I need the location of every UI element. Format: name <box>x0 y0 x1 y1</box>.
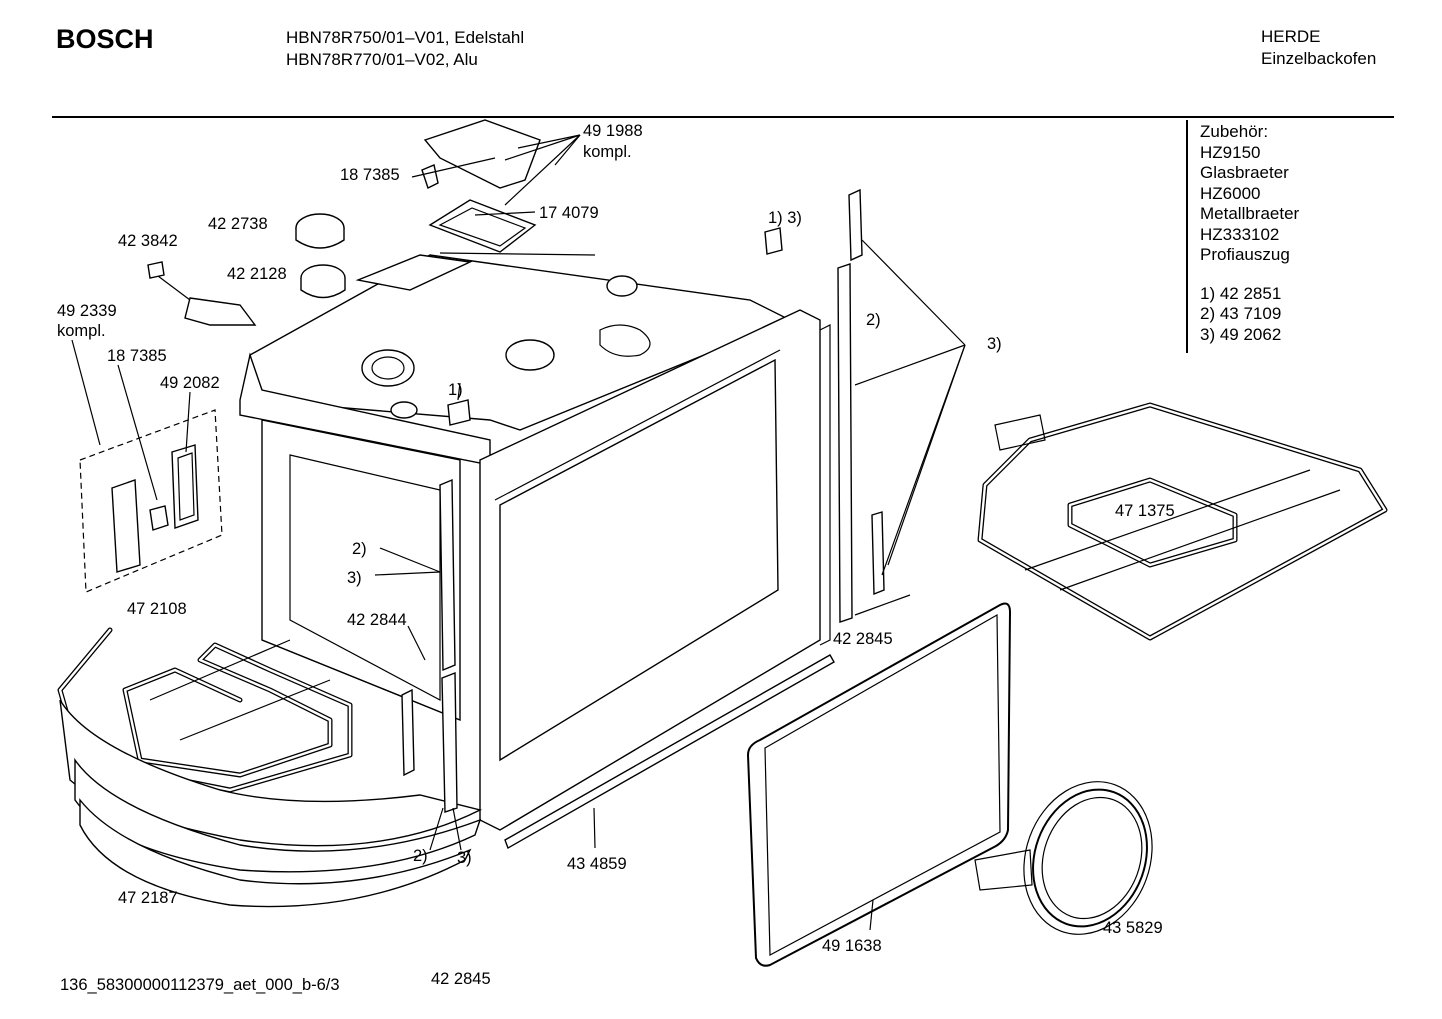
note-3-right: 3) <box>987 335 1002 353</box>
door-seal <box>746 602 1012 967</box>
label-187385-top: 18 7385 <box>340 166 400 184</box>
label-492339: 49 2339 <box>57 302 117 320</box>
category-main: HERDE <box>1261 27 1321 46</box>
accessory-note: 2) 43 7109 <box>1200 304 1282 323</box>
label-472108: 47 2108 <box>127 600 187 618</box>
label-491988: 49 1988 <box>583 122 643 140</box>
bottom-rail <box>504 654 835 850</box>
note-1-mid: 1) <box>448 381 463 399</box>
bottom-insulation <box>59 699 483 908</box>
header-rule <box>52 116 1394 118</box>
label-471375: 47 1375 <box>1115 502 1175 520</box>
oven-front-frame <box>479 309 831 831</box>
side-rails <box>401 188 885 813</box>
accessory-note: 1) 42 2851 <box>1200 283 1282 303</box>
ring-heating-element <box>974 781 1153 935</box>
label-492339-kompl: kompl. <box>57 322 106 340</box>
model-line-1: HBN78R750/01–V01, Edelstahl <box>286 28 525 47</box>
label-174079: 17 4079 <box>539 204 599 222</box>
top-heating-element <box>977 402 1388 641</box>
label-422844: 42 2844 <box>347 611 407 629</box>
accessory-item: Metallbraeter <box>1200 204 1300 223</box>
note-2-bottom: 2) <box>413 847 428 865</box>
accessory-divider <box>1186 120 1188 353</box>
label-422845-right: 42 2845 <box>833 630 893 648</box>
footer-part-number: 42 2845 <box>431 970 491 988</box>
accessory-item: HZ9150 <box>1200 142 1261 162</box>
note-2-left: 2) <box>352 540 367 558</box>
model-list: HBN78R750/01–V01, Edelstahl HBN78R770/01… <box>286 27 524 71</box>
accessory-item: HZ333102 <box>1200 224 1280 244</box>
accessory-title: Zubehör: <box>1200 122 1269 141</box>
note-3-bottom: 3) <box>457 849 472 867</box>
note-3-left: 3) <box>347 569 362 587</box>
accessory-list: Zubehör: HZ9150 Glasbraeter HZ6000 Metal… <box>1200 122 1299 345</box>
label-187385-left: 18 7385 <box>107 347 167 365</box>
oven-housing <box>239 254 792 722</box>
model-line-2: HBN78R770/01–V02, Alu <box>286 50 478 69</box>
label-472187: 47 2187 <box>118 889 178 907</box>
drawing-code: 136_58300000112379_aet_000_b-6/3 <box>60 976 340 994</box>
control-module <box>79 409 223 593</box>
label-422128: 42 2128 <box>227 265 287 283</box>
label-422738: 42 2738 <box>208 215 268 233</box>
label-435829: 43 5829 <box>1103 919 1163 937</box>
label-492082: 49 2082 <box>160 374 220 392</box>
brand-logo: BOSCH <box>56 24 154 54</box>
label-423842: 42 3842 <box>118 232 178 250</box>
label-491638: 49 1638 <box>822 937 882 955</box>
category-sub: Einzelbackofen <box>1261 49 1377 68</box>
accessory-item: HZ6000 <box>1200 183 1261 203</box>
accessory-item: Profiauszug <box>1200 245 1290 264</box>
top-components <box>147 119 783 426</box>
leader-lines <box>71 134 966 931</box>
category-block: HERDE Einzelbackofen <box>1261 26 1376 70</box>
label-491988-kompl: kompl. <box>583 143 632 161</box>
note-2-right: 2) <box>866 311 881 329</box>
accessory-note: 3) 49 2062 <box>1200 324 1282 344</box>
label-434859: 43 4859 <box>567 855 627 873</box>
note-1-3-top: 1) 3) <box>768 209 802 227</box>
accessory-item: Glasbraeter <box>1200 163 1289 182</box>
